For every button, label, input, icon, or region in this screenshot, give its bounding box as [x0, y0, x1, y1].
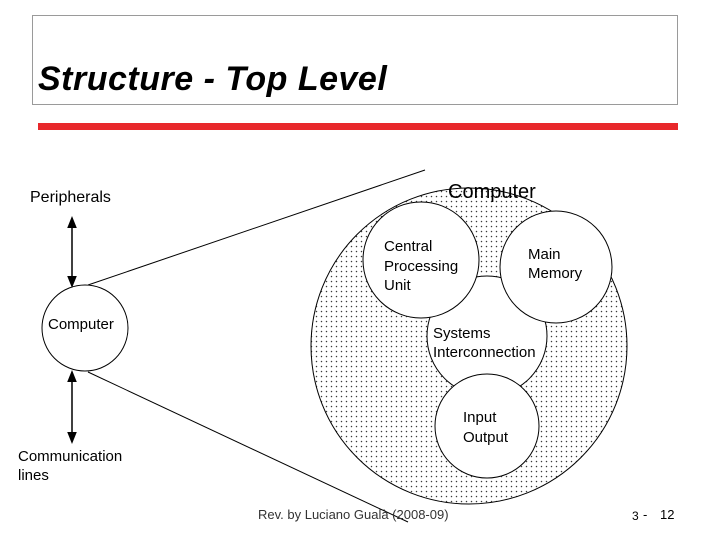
- page-section-number: 3: [632, 509, 639, 523]
- computer-small-circle: [41, 284, 129, 372]
- page-number-separator: -: [643, 507, 648, 522]
- cpu-label: Central Processing Unit: [384, 238, 459, 294]
- main-memory-label: Main Memory: [528, 246, 583, 282]
- title-frame: [32, 15, 678, 105]
- systems-interconnection-label: Systems Interconnection: [433, 325, 536, 361]
- cpu-circle: [362, 201, 480, 319]
- footer-credit: Rev. by Luciano Gualà (2008-09): [258, 507, 449, 522]
- computer-big-label: Computer: [448, 181, 536, 203]
- zoom-line-top: [87, 169, 426, 286]
- zoom-line-bottom: [87, 371, 409, 523]
- main-memory-circle: [499, 210, 613, 324]
- input-output-label: Input Output: [463, 409, 509, 446]
- title-underline-bar: [38, 123, 678, 130]
- page-number: 12: [660, 507, 675, 522]
- input-output-circle: [434, 373, 540, 479]
- page-title: Structure - Top Level: [38, 60, 388, 98]
- communication-lines-label: Communication lines: [18, 448, 123, 484]
- peripherals-label: Peripherals: [30, 189, 111, 206]
- computer-small-label: Computer: [48, 316, 114, 333]
